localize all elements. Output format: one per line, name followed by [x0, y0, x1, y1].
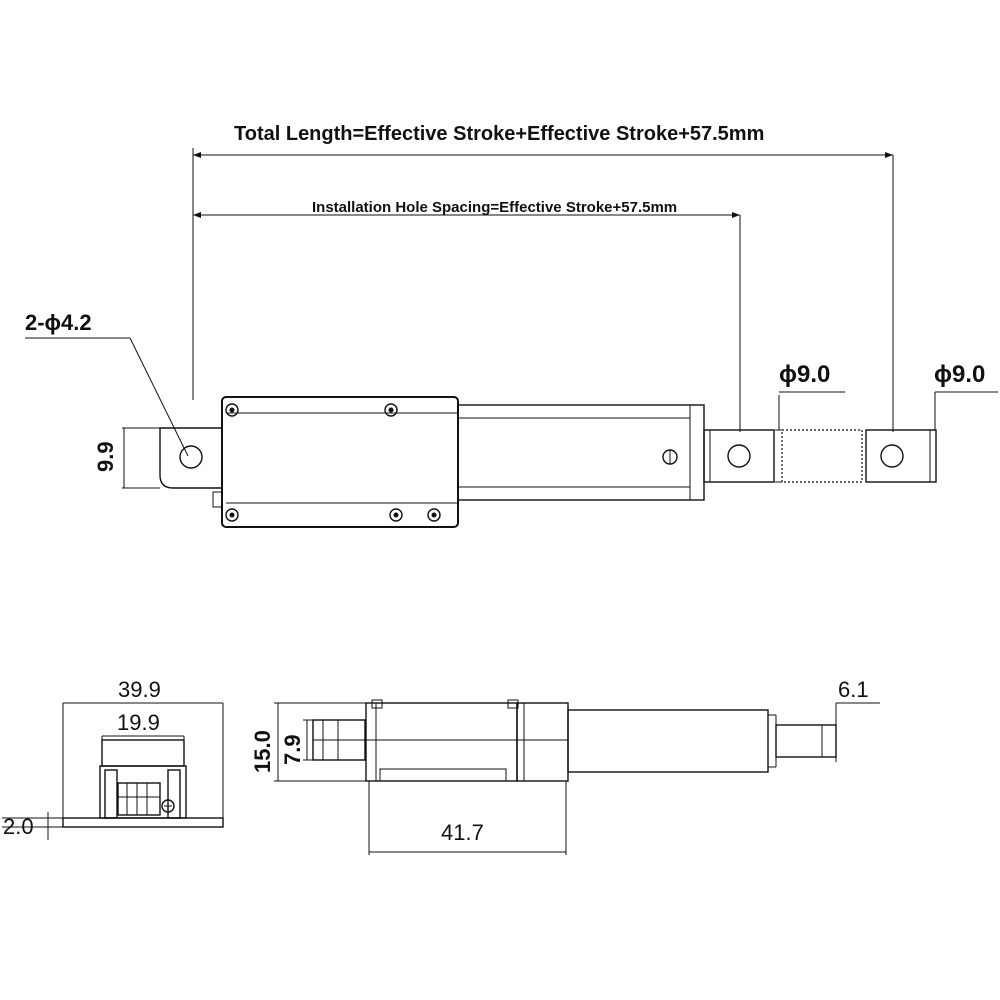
mount-holes-label: 2-ϕ4.2 [25, 310, 92, 335]
end-view: 39.9 19.9 2.0 [2, 677, 224, 840]
side-view: 15.0 7.9 6.1 41.7 [250, 677, 880, 855]
side-inner-width-label: 19.9 [117, 710, 160, 735]
rod-end-dia-label-2: ϕ9.0 [934, 361, 985, 388]
rod-end-retracted: ϕ9.0 [703, 361, 863, 483]
rod-end-extended: ϕ9.0 [865, 361, 998, 483]
hole-spacing-label: Installation Hole Spacing=Effective Stro… [312, 199, 677, 216]
mount-hole-callout: 2-ϕ4.2 [25, 310, 189, 457]
outer-tube [457, 404, 705, 501]
total-length-dimension: Total Length=Effective Stroke+Effective … [192, 123, 894, 432]
body-length-label: 41.7 [441, 820, 484, 845]
rod-dia-label: 6.1 [838, 677, 869, 702]
rod-end-dia-label-1: ϕ9.0 [779, 361, 830, 388]
side-width-label: 39.9 [118, 677, 161, 702]
plate-thickness-label: 2.0 [3, 814, 34, 839]
body-height-label: 15.0 [250, 730, 275, 773]
bracket-height-label: 9.9 [93, 441, 118, 472]
hole-spacing-dimension: Installation Hole Spacing=Effective Stro… [193, 199, 741, 432]
rear-bracket: 9.9 [93, 427, 223, 489]
motor-housing [212, 396, 459, 528]
connector-height-label: 7.9 [280, 734, 305, 765]
housing-screws [225, 403, 441, 522]
total-length-label: Total Length=Effective Stroke+Effective … [234, 123, 764, 145]
